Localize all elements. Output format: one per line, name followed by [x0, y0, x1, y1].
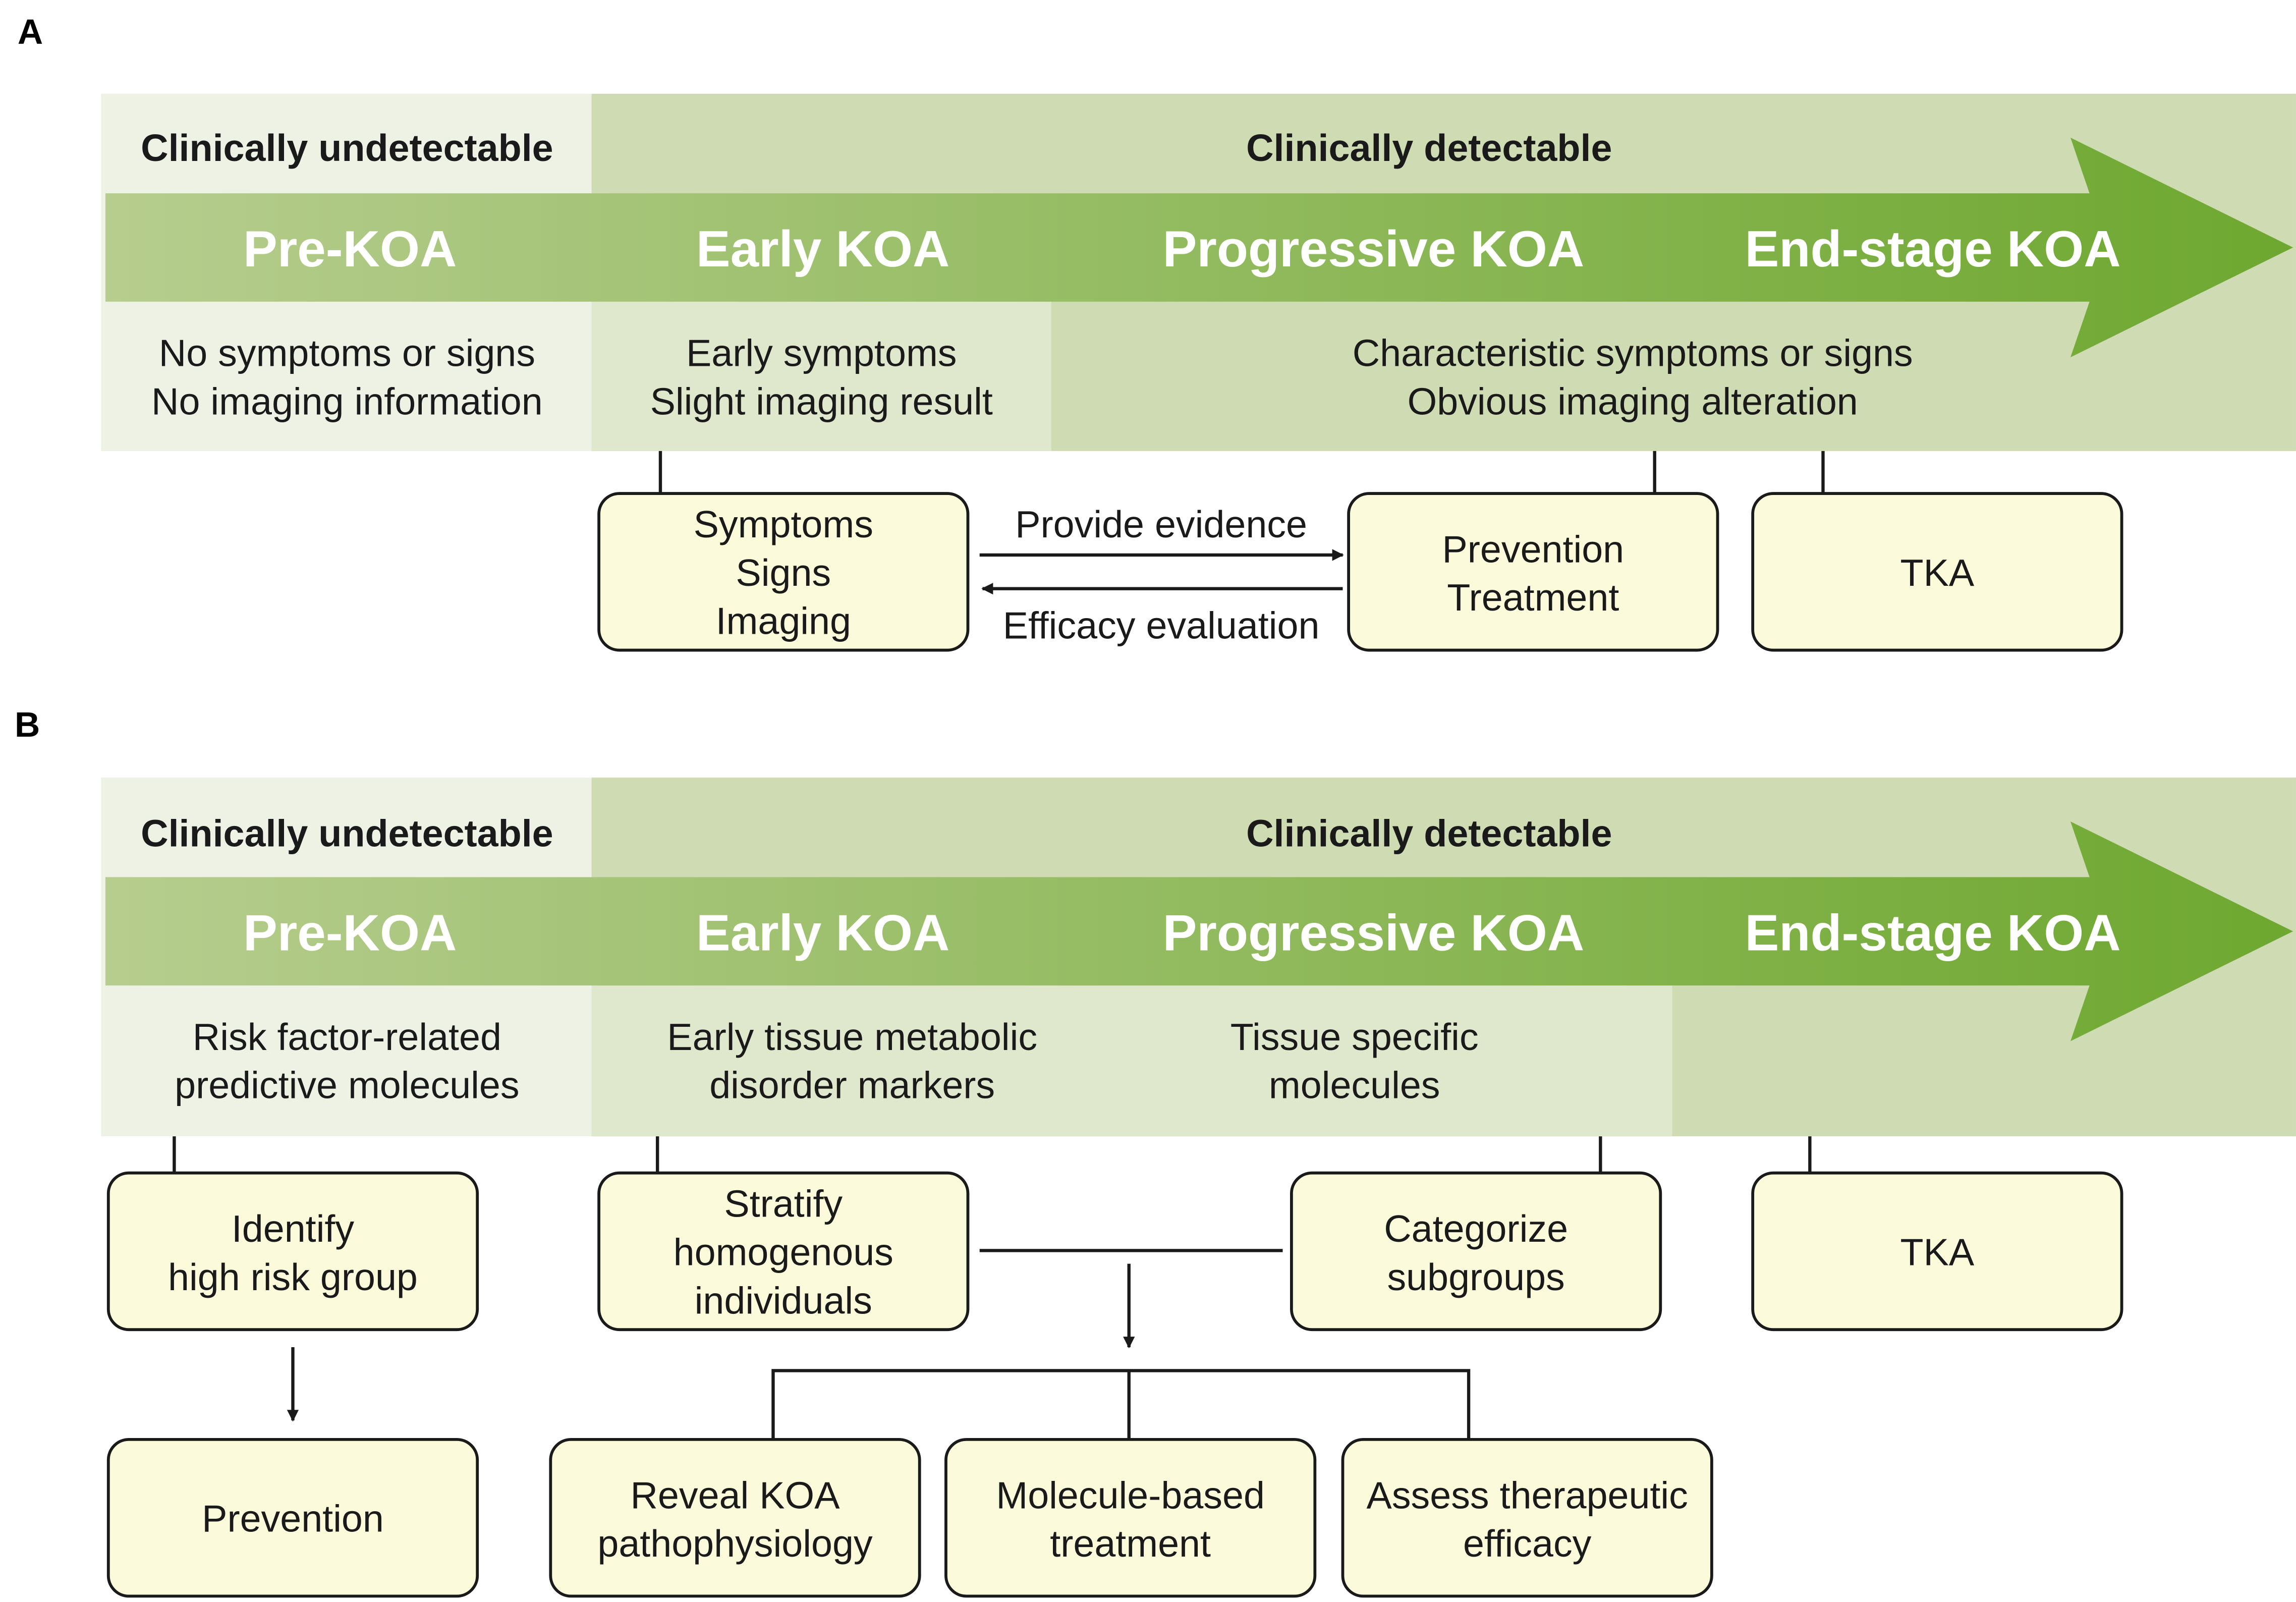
- treatment-line2: Treatment: [1447, 576, 1619, 619]
- panel-a: A Clinically undetectable Clinically det…: [18, 12, 2296, 652]
- identify-line1: Identify: [232, 1207, 355, 1250]
- header-clinically-detectable: Clinically detectable: [1246, 812, 1612, 854]
- categorize-line2: subgroups: [1387, 1256, 1564, 1298]
- desc-pre-line1: No symptoms or signs: [159, 332, 535, 374]
- progression-arrow: [105, 821, 2293, 1041]
- stratify-line2: homogenous: [674, 1231, 893, 1274]
- header-clinically-undetectable: Clinically undetectable: [141, 812, 553, 854]
- desc-late-line2: Obvious imaging alteration: [1408, 380, 1858, 422]
- label-efficacy-evaluation: Efficacy evaluation: [1003, 604, 1320, 646]
- stage-early-koa: Early KOA: [696, 220, 949, 278]
- identify-box: [106, 1171, 479, 1332]
- stage-end-stage-koa: End-stage KOA: [1745, 904, 2121, 962]
- prevention-box: [106, 1438, 479, 1598]
- desc-late-line1: Characteristic symptoms or signs: [1353, 332, 1913, 374]
- tka-box-b: [1751, 1171, 2123, 1332]
- tka-box-a: [1751, 492, 2123, 652]
- categorize-line1: Categorize: [1384, 1207, 1568, 1250]
- categorize-box: [1290, 1171, 1662, 1332]
- panel-a-letter: A: [18, 12, 43, 51]
- reveal-line2: pathophysiology: [597, 1522, 873, 1565]
- desc-pre-line2: predictive molecules: [175, 1064, 519, 1107]
- molecule-line2: treatment: [1050, 1522, 1211, 1565]
- stage-pre-koa: Pre-KOA: [243, 904, 457, 962]
- early-progressive-band: [591, 985, 1672, 1137]
- progression-arrow: [105, 137, 2293, 358]
- stage-early-koa: Early KOA: [696, 904, 949, 962]
- header-clinically-detectable: Clinically detectable: [1246, 127, 1612, 169]
- assess-line1: Assess therapeutic: [1367, 1474, 1688, 1516]
- stratify-line1: Stratify: [724, 1183, 843, 1225]
- label-provide-evidence: Provide evidence: [1015, 503, 1307, 545]
- desc-pre-line1: Risk factor-related: [193, 1016, 501, 1058]
- treatment-box: [1347, 492, 1719, 652]
- desc-pre-line2: No imaging information: [151, 380, 543, 422]
- prevention-label: Prevention: [202, 1498, 384, 1540]
- stage-end-stage-koa: End-stage KOA: [1745, 220, 2121, 278]
- panel-b-letter: B: [15, 705, 40, 744]
- stratify-line3: individuals: [695, 1279, 872, 1321]
- reveal-line1: Reveal KOA: [630, 1474, 840, 1516]
- stage-pre-koa: Pre-KOA: [243, 220, 457, 278]
- assessment-line1: Symptoms: [694, 503, 873, 545]
- header-clinically-undetectable: Clinically undetectable: [141, 127, 553, 169]
- assessment-box: [597, 492, 970, 652]
- early-koa-band: [591, 301, 1051, 451]
- assessment-line2: Signs: [736, 551, 831, 594]
- desc-early-line1: Early tissue metabolic: [667, 1016, 1037, 1058]
- tka-label-b: TKA: [1900, 1231, 1975, 1274]
- assessment-line3: Imaging: [716, 600, 851, 642]
- outcomes-bracket: [771, 1369, 1471, 1438]
- desc-early-line1: Early symptoms: [686, 332, 957, 374]
- desc-progressive-line1: Tissue specific: [1230, 1016, 1479, 1058]
- stage-progressive-koa: Progressive KOA: [1163, 220, 1585, 278]
- desc-progressive-line2: molecules: [1269, 1064, 1440, 1107]
- stage-progressive-koa: Progressive KOA: [1163, 904, 1585, 962]
- desc-early-line2: Slight imaging result: [650, 380, 993, 422]
- panel-b: B Clinically undetectable Clinically det…: [15, 705, 2296, 1598]
- desc-early-line2: disorder markers: [709, 1064, 995, 1107]
- tka-label-a: TKA: [1900, 551, 1975, 594]
- molecule-line1: Molecule-based: [996, 1474, 1265, 1516]
- assess-box: [1341, 1438, 1713, 1598]
- stratify-box: [597, 1171, 970, 1332]
- molecule-box: [944, 1438, 1317, 1598]
- reveal-box: [549, 1438, 921, 1598]
- identify-line2: high risk group: [168, 1256, 418, 1298]
- treatment-line1: Prevention: [1442, 528, 1624, 570]
- assess-line2: efficacy: [1463, 1522, 1592, 1565]
